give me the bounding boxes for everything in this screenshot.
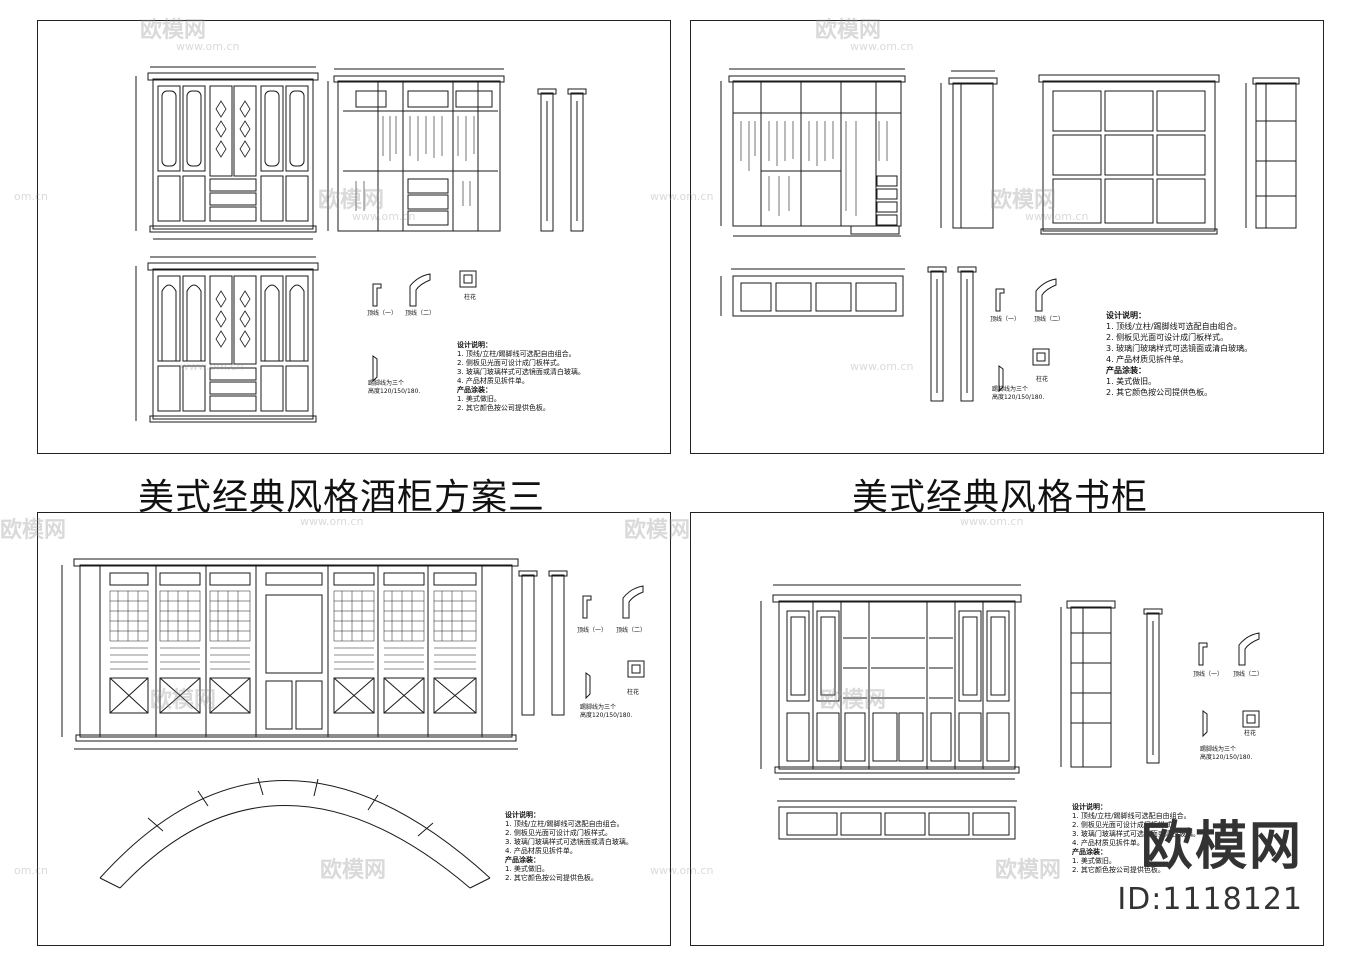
label-top-line-2: 顶线（二） (1233, 671, 1264, 678)
sheet-bottom-left (37, 512, 671, 946)
paint-notes-title: 产品涂装： (1106, 366, 1146, 375)
label-baseboard-1: 踢脚线为三个 (368, 380, 405, 387)
label-top-line-1: 顶线（一） (367, 310, 398, 317)
design-notes-top-left: 设计说明： 1. 顶线/立柱/踢脚线可选配自由组合。 2. 侧板见光面可设计成门… (457, 341, 585, 413)
design-notes-bottom-left: 设计说明： 1. 顶线/立柱/踢脚线可选配自由组合。 2. 侧板见光面可设计成门… (505, 811, 633, 883)
drawing-bookcase-wall (760, 584, 1260, 840)
design-note-item: 4. 产品材质见拆件单。 (505, 847, 577, 855)
design-notes-title: 设计说明： (1072, 803, 1107, 811)
label-top-line-1: 顶线（一） (577, 627, 608, 634)
paint-note-item: 2. 其它颜色按公司提供色板。 (457, 404, 550, 412)
label-baseboard-1: 踢脚线为三个 (992, 386, 1029, 393)
paint-note-item: 2. 其它颜色按公司提供色板。 (1106, 388, 1213, 397)
design-note-item: 1. 顶线/立柱/踢脚线可选配自由组合。 (505, 820, 624, 828)
design-note-item: 1. 顶线/立柱/踢脚线可选配自由组合。 (1072, 812, 1191, 820)
design-note-item: 4. 产品材质见拆件单。 (1072, 839, 1144, 847)
paint-notes-title: 产品涂装： (457, 386, 492, 394)
label-baseboard-1: 踢脚线为三个 (580, 704, 617, 711)
label-column-flower: 柱花 (1036, 376, 1049, 383)
design-note-item: 1. 顶线/立柱/踢脚线可选配自由组合。 (1106, 322, 1242, 331)
design-note-item: 3. 玻璃门玻璃样式可选镜面或清白玻璃。 (1106, 344, 1253, 353)
design-note-item: 2. 侧板见光面可设计成门板样式。 (457, 359, 564, 367)
paint-note-item: 2. 其它颜色按公司提供色板。 (505, 874, 598, 882)
design-notes-title: 设计说明： (505, 811, 540, 819)
design-note-item: 3. 玻璃门玻璃样式可选镜面或清白玻璃。 (1072, 830, 1200, 838)
design-notes-bottom-right: 设计说明： 1. 顶线/立柱/踢脚线可选配自由组合。 2. 侧板见光面可设计成门… (1072, 803, 1200, 875)
design-note-item: 2. 侧板见光面可设计成门板样式。 (1106, 333, 1229, 342)
title-wine-cabinet: 美式经典风格酒柜方案三 (138, 477, 546, 518)
label-column-flower: 柱花 (627, 689, 640, 696)
design-note-item: 3. 玻璃门玻璃样式可选镜面或清白玻璃。 (505, 838, 633, 846)
label-baseboard-2: 高度120/150/180. (368, 388, 421, 395)
sheet-bottom-right (690, 512, 1324, 946)
label-baseboard-2: 高度120/150/180. (1200, 754, 1253, 761)
sheet-top-right (690, 20, 1324, 454)
design-note-item: 2. 侧板见光面可设计成门板样式。 (505, 829, 612, 837)
drawing-wine-cabinet-plan (135, 66, 587, 423)
design-notes-title: 设计说明： (1106, 311, 1146, 320)
design-note-item: 4. 产品材质见拆件单。 (457, 377, 529, 385)
brand-logo: 欧模网 (1140, 817, 1303, 877)
label-top-line-2: 顶线（二） (1034, 316, 1065, 323)
label-baseboard-1: 踢脚线为三个 (1200, 746, 1237, 753)
drawing-bookcase-plan (720, 68, 1300, 402)
sheet-top-left (37, 20, 671, 454)
brand-id: ID:1118121 (1117, 882, 1303, 917)
label-column-flower: 柱花 (1244, 730, 1257, 737)
label-top-line-1: 顶线（一） (990, 316, 1021, 323)
paint-notes-title: 产品涂装： (505, 856, 540, 864)
design-notes-title: 设计说明： (457, 341, 492, 349)
design-note-item: 1. 顶线/立柱/踢脚线可选配自由组合。 (457, 350, 576, 358)
design-note-item: 3. 玻璃门玻璃样式可选镜面或清白玻璃。 (457, 368, 585, 376)
label-top-line-1: 顶线（一） (1193, 671, 1224, 678)
label-baseboard-2: 高度120/150/180. (992, 394, 1045, 401)
paint-notes-title: 产品涂装： (1072, 848, 1107, 856)
drawing-wine-cabinet-wall (61, 558, 645, 889)
paint-note-item: 1. 美式做旧。 (1072, 857, 1116, 865)
paint-note-item: 1. 美式做旧。 (457, 395, 501, 403)
label-top-line-2: 顶线（二） (405, 310, 436, 317)
label-baseboard-2: 高度120/150/180. (580, 712, 633, 719)
design-note-item: 2. 侧板见光面可设计成门板样式。 (1072, 821, 1179, 829)
paint-note-item: 1. 美式做旧。 (505, 865, 549, 873)
design-notes-top-right: 设计说明： 1. 顶线/立柱/踢脚线可选配自由组合。 2. 侧板见光面可设计成门… (1106, 310, 1252, 398)
design-note-item: 4. 产品材质见拆件单。 (1106, 355, 1189, 364)
title-bookcase: 美式经典风格书柜 (852, 477, 1149, 518)
paint-note-item: 2. 其它颜色按公司提供色板。 (1072, 866, 1165, 874)
label-top-line-2: 顶线（二） (616, 627, 647, 634)
label-column-flower: 柱花 (464, 294, 477, 301)
paint-note-item: 1. 美式做旧。 (1106, 377, 1157, 386)
